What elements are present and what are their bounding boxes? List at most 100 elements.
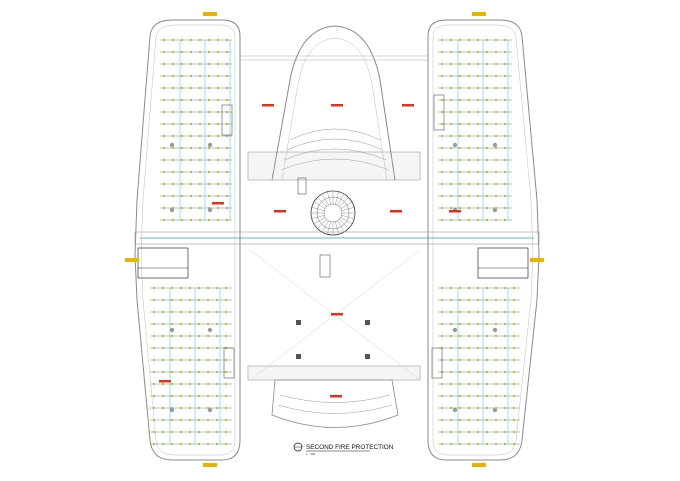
- sprinkler-head: [486, 87, 488, 89]
- sprinkler-head: [190, 87, 192, 89]
- sprinkler-head: [504, 219, 506, 221]
- sprinkler-head: [172, 39, 174, 41]
- sprinkler-head: [450, 395, 452, 397]
- sprinkler-head: [450, 371, 452, 373]
- sprinkler-head: [171, 359, 173, 361]
- sprinkler-head: [180, 443, 182, 445]
- sprinkler-head: [190, 39, 192, 41]
- sprinkler-head: [189, 335, 191, 337]
- sprinkler-head: [477, 287, 479, 289]
- sprinkler-head: [189, 395, 191, 397]
- sprinkler-head: [180, 407, 182, 409]
- sprinkler-head: [199, 99, 201, 101]
- sprinkler-head: [216, 347, 218, 349]
- sprinkler-head: [459, 219, 461, 221]
- sprinkler-head: [495, 311, 497, 313]
- sprinkler-head: [468, 383, 470, 385]
- sprinkler-head: [153, 371, 155, 373]
- sprinkler-head: [477, 383, 479, 385]
- sprinkler-head: [216, 431, 218, 433]
- sprinkler-head: [226, 159, 228, 161]
- sprinkler-head: [217, 123, 219, 125]
- sprinkler-head: [450, 207, 452, 209]
- sprinkler-head: [216, 287, 218, 289]
- sprinkler-head: [459, 171, 461, 173]
- sprinkler-head: [468, 371, 470, 373]
- sprinkler-head: [180, 359, 182, 361]
- sprinkler-head: [495, 335, 497, 337]
- structural-column: [169, 327, 175, 333]
- sprinkler-head: [162, 407, 164, 409]
- sprinkler-head: [208, 75, 210, 77]
- sprinkler-head: [189, 311, 191, 313]
- sprinkler-head: [190, 51, 192, 53]
- sprinkler-head: [450, 171, 452, 173]
- sheet-reference-tag: [203, 12, 217, 16]
- sprinkler-head: [189, 419, 191, 421]
- sprinkler-head: [495, 87, 497, 89]
- sprinkler-head: [468, 183, 470, 185]
- sprinkler-head: [450, 159, 452, 161]
- sprinkler-head: [225, 443, 227, 445]
- sprinkler-head: [171, 335, 173, 337]
- sprinkler-head: [441, 135, 443, 137]
- sprinkler-head: [459, 299, 461, 301]
- sheet-reference-tag: [472, 463, 486, 467]
- sprinkler-head: [468, 323, 470, 325]
- sprinkler-head: [450, 195, 452, 197]
- stair-tread: [327, 191, 331, 205]
- sprinkler-head: [468, 51, 470, 53]
- sprinkler-head: [486, 431, 488, 433]
- sprinkler-head: [477, 323, 479, 325]
- sprinkler-head: [477, 347, 479, 349]
- central-atrium-group: [240, 25, 428, 428]
- sprinkler-head: [181, 39, 183, 41]
- sprinkler-head: [181, 87, 183, 89]
- sprinkler-head: [468, 347, 470, 349]
- sprinkler-head: [163, 99, 165, 101]
- sprinkler-head: [153, 359, 155, 361]
- sprinkler-head: [198, 419, 200, 421]
- sprinkler-head: [495, 431, 497, 433]
- sprinkler-head: [495, 159, 497, 161]
- sprinkler-head: [181, 195, 183, 197]
- sprinkler-head: [199, 63, 201, 65]
- left-stair-core-lower: [223, 347, 235, 379]
- sprinkler-head: [216, 323, 218, 325]
- sprinkler-head: [217, 51, 219, 53]
- sprinkler-head: [441, 111, 443, 113]
- sprinkler-head: [495, 147, 497, 149]
- sprinkler-head: [477, 39, 479, 41]
- column-atrium-3: [296, 354, 301, 359]
- sprinkler-head: [171, 431, 173, 433]
- sprinkler-head: [459, 383, 461, 385]
- sprinkler-head: [199, 171, 201, 173]
- sprinkler-head: [153, 443, 155, 445]
- sprinkler-head: [190, 99, 192, 101]
- sprinkler-head: [190, 135, 192, 137]
- sprinkler-head: [477, 431, 479, 433]
- sprinkler-head: [217, 99, 219, 101]
- sprinkler-head: [171, 311, 173, 313]
- main-corridor-group: [134, 231, 540, 245]
- upper-bridge-hatch: [247, 151, 421, 181]
- sprinkler-head: [486, 347, 488, 349]
- sprinkler-head: [171, 443, 173, 445]
- sprinkler-head: [486, 219, 488, 221]
- sprinkler-head: [450, 287, 452, 289]
- sprinkler-head: [163, 207, 165, 209]
- sprinkler-head: [513, 287, 515, 289]
- sprinkler-head: [495, 323, 497, 325]
- sprinkler-head: [468, 443, 470, 445]
- sprinkler-head: [459, 347, 461, 349]
- sprinkler-head: [199, 159, 201, 161]
- sprinkler-head: [171, 395, 173, 397]
- sprinkler-head: [468, 159, 470, 161]
- structural-column: [169, 142, 175, 148]
- sprinkler-head: [225, 383, 227, 385]
- sprinkler-head: [171, 371, 173, 373]
- sprinkler-head: [172, 195, 174, 197]
- lift-core-lower: [319, 254, 331, 278]
- sprinkler-head: [441, 335, 443, 337]
